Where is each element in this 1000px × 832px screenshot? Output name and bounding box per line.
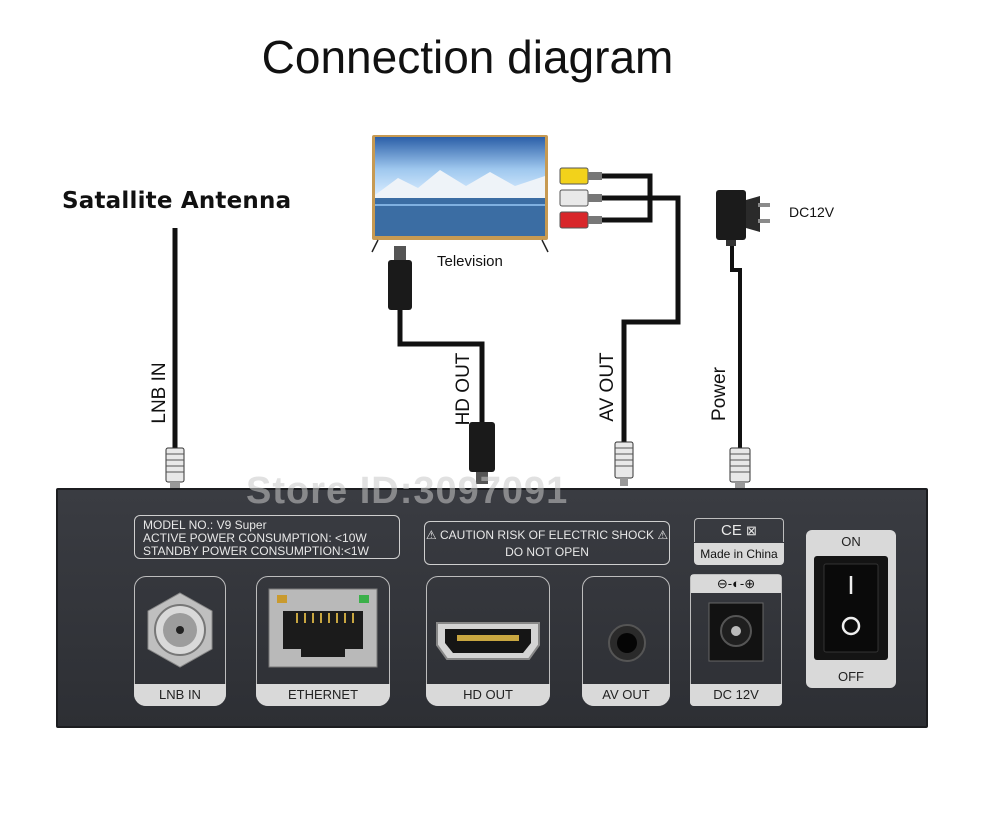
dc-12v-port[interactable]: ⊖-◐-⊕ DC 12V (690, 574, 782, 706)
weee-bin-icon: ⊠ (746, 523, 757, 538)
lnb-in-port[interactable]: LNB IN (134, 576, 226, 706)
active-power-line: ACTIVE POWER CONSUMPTION: <10W (143, 531, 367, 545)
hd-cable-label: HD OUT (453, 352, 474, 426)
av-cable-label: AV OUT (597, 352, 618, 422)
dc-jack-icon (708, 602, 764, 662)
caution-line: CAUTION RISK OF ELECTRIC SHOCK (439, 528, 655, 542)
av-out-port-label: AV OUT (582, 684, 670, 706)
model-info-box: MODEL NO.: V9 Super ACTIVE POWER CONSUMP… (134, 515, 400, 559)
power-switch-panel: ON OFF (806, 530, 896, 688)
av-out-port[interactable]: AV OUT (582, 576, 670, 706)
rj45-socket-icon (268, 588, 378, 668)
model-line: MODEL NO.: V9 Super (143, 518, 267, 532)
store-watermark: Store ID:3097091 (246, 470, 569, 512)
coax-connector-icon (165, 447, 185, 488)
power-adapter-icon (716, 190, 770, 488)
switch-off-label: OFF (838, 669, 864, 684)
dc-12v-port-label: DC 12V (690, 684, 782, 706)
do-not-open: DO NOT OPEN (505, 545, 589, 559)
lnb-cable-label: LNB IN (149, 362, 170, 424)
tv-icon (371, 135, 549, 253)
receiver-back-panel: MODEL NO.: V9 Super ACTIVE POWER CONSUMP… (56, 488, 928, 728)
diagram-title: Connection diagram (261, 31, 674, 83)
caution-box: ⚠ CAUTION RISK OF ELECTRIC SHOCK ⚠ DO NO… (424, 521, 670, 565)
f-connector-icon (147, 592, 213, 668)
lnb-in-port-label: LNB IN (134, 684, 226, 706)
power-cable-label: Power (709, 367, 730, 421)
certification-box: CE ⊠ Made in China (694, 518, 784, 565)
hd-out-port[interactable]: HD OUT (426, 576, 550, 706)
antenna-label: Satallite Antenna (62, 188, 292, 214)
ce-mark: CE ⊠ (694, 518, 784, 542)
rca-plug-icon (614, 441, 634, 486)
polarity-icon: ⊖-◐-⊕ (691, 575, 781, 593)
caution-text: ⚠ CAUTION RISK OF ELECTRIC SHOCK ⚠ (425, 529, 669, 542)
standby-power-line: STANDBY POWER CONSUMPTION:<1W (143, 544, 369, 558)
hdmi-socket-icon (436, 622, 540, 660)
audio-jack-icon (608, 624, 646, 662)
power-switch-icon[interactable] (812, 554, 890, 662)
ethernet-port-label: ETHERNET (256, 684, 390, 706)
warning-icon: ⚠ (425, 528, 437, 542)
hd-out-port-label: HD OUT (426, 684, 550, 706)
television-label: Television (437, 253, 503, 270)
ethernet-port[interactable]: ETHERNET (256, 576, 390, 706)
made-in-label: Made in China (694, 543, 784, 565)
dc-adapter-label: DC12V (789, 204, 835, 220)
hdmi-plug-icon (388, 246, 495, 484)
warning-icon: ⚠ (657, 528, 669, 542)
switch-on-label: ON (841, 534, 861, 549)
rca-plug-icon (559, 167, 602, 229)
